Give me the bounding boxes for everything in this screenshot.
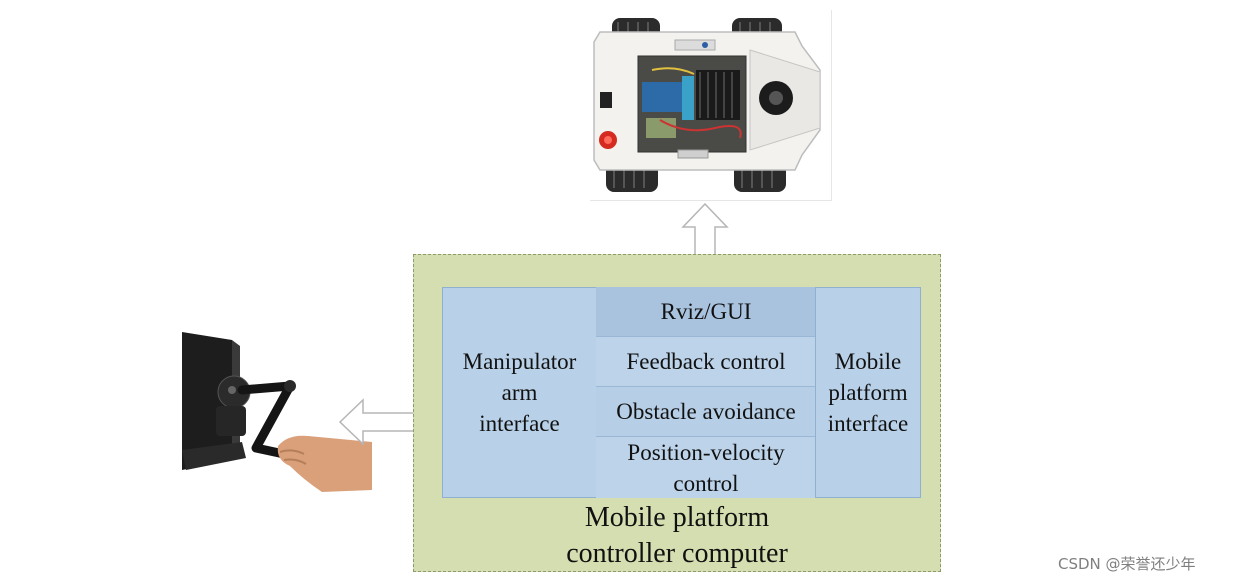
controller-title-text: Mobile platform controller computer bbox=[566, 502, 788, 569]
controller-computer-title: Mobile platform controller computer bbox=[413, 500, 941, 572]
manipulator-arm-interface-label: Manipulator arm interface bbox=[462, 349, 577, 436]
mobile-robot-photo bbox=[590, 10, 832, 201]
mobile-platform-interface-box: Mobile platform interface bbox=[815, 287, 921, 498]
module-rviz-gui: Rviz/GUI bbox=[596, 287, 816, 337]
mobile-platform-interface-label: Mobile platform interface bbox=[827, 349, 909, 436]
module-obstacle-avoidance-label: Obstacle avoidance bbox=[616, 399, 796, 424]
control-modules-column: Rviz/GUI Feedback control Obstacle avoid… bbox=[596, 287, 816, 498]
module-feedback-control-label: Feedback control bbox=[626, 349, 786, 374]
module-position-velocity-label: Position-velocity control bbox=[627, 439, 785, 496]
module-rviz-gui-label: Rviz/GUI bbox=[660, 299, 752, 324]
manipulator-arm-interface-box: Manipulator arm interface bbox=[442, 287, 597, 498]
haptic-device-icon bbox=[182, 332, 372, 492]
mobile-robot-icon bbox=[593, 18, 821, 192]
module-obstacle-avoidance: Obstacle avoidance bbox=[596, 387, 816, 437]
module-feedback-control: Feedback control bbox=[596, 337, 816, 387]
module-position-velocity-control: Position-velocity control bbox=[596, 437, 816, 498]
csdn-watermark: CSDN @荣誉还少年 bbox=[1058, 555, 1196, 573]
